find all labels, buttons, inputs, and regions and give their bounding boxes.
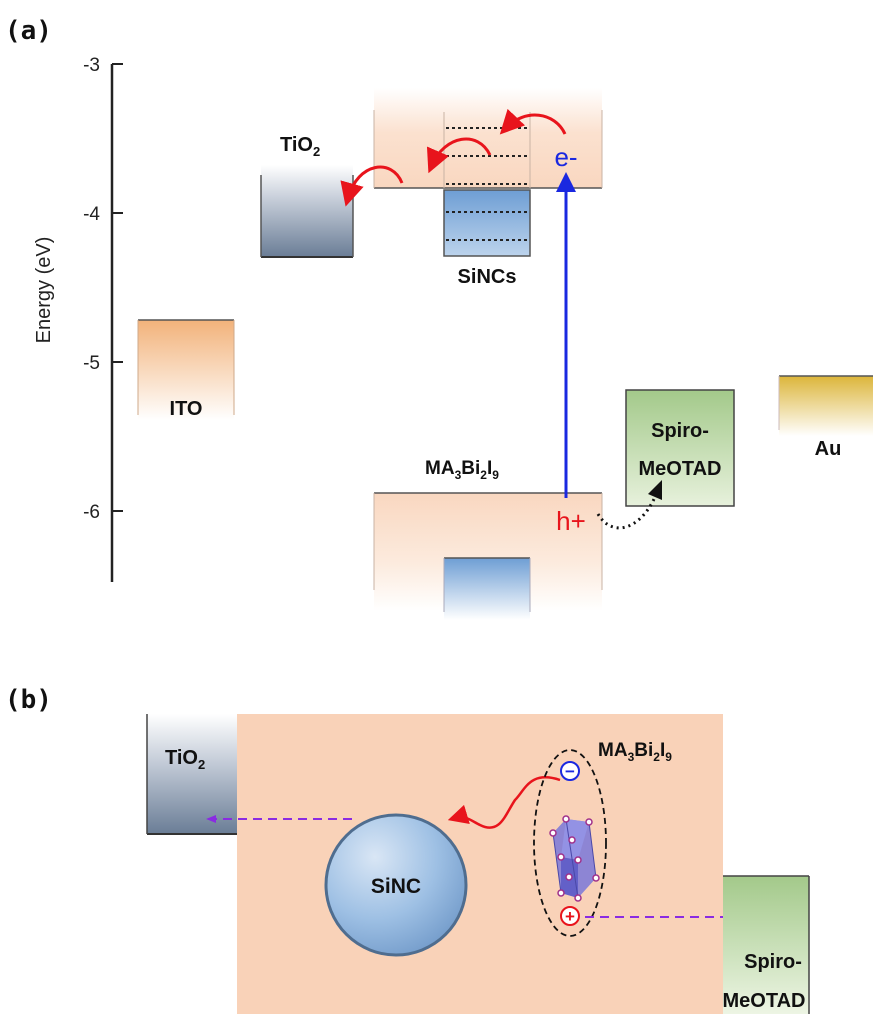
ma3bi2i9-label: MA3Bi2I9 (425, 458, 499, 482)
tio2-block: TiO2 (146, 714, 237, 835)
negative-charge-symbol: − (565, 762, 575, 781)
hole-transfer-arrow (596, 496, 657, 530)
exciton-boundary (533, 749, 607, 937)
sincs-levels: SiNCs (443, 112, 531, 288)
sinc-sphere (324, 813, 468, 957)
ma3bi2i9-cb-bar (374, 88, 602, 188)
y-axis-tick-label: -4 (83, 204, 100, 225)
electron-to-tio2-arrow (340, 165, 404, 207)
exciton: − + (533, 749, 607, 937)
tio2-bar (261, 165, 353, 257)
tio2-label: TiO2 (280, 134, 320, 159)
excitation-arrow-head (556, 172, 576, 192)
ma3bi2i9-valence-band: MA3Bi2I9 (373, 458, 603, 620)
sinc-particle: SiNC (324, 813, 468, 957)
perovskite-crystal-icon (549, 815, 600, 902)
y-axis-ticks: -3 -4 -5 -6 (83, 55, 123, 523)
matrix-label: MA3Bi2I9 (598, 740, 672, 764)
hole-transfer-arrow-head (648, 480, 662, 500)
sinc-label: SiNC (371, 875, 421, 898)
spiro-block: Spiro- MeOTAD (723, 875, 810, 1014)
sincs-lower-bar (444, 558, 530, 620)
ma3bi2i9-conduction-band (373, 88, 603, 189)
ma3bi2i9-matrix (237, 714, 723, 1014)
transfer-arrows: e- h+ (340, 108, 662, 536)
positive-charge-symbol: + (565, 907, 575, 926)
ito-level: ITO (137, 319, 235, 420)
tio2-block-label: TiO2 (165, 747, 205, 772)
spiro-block-label-line2: MeOTAD (723, 990, 806, 1012)
electron-injection-arrow (447, 776, 561, 829)
spiro-label-line1: Spiro- (651, 420, 709, 442)
electron-label: e- (554, 142, 577, 172)
tio2-block-bar (147, 714, 237, 834)
y-axis-label: Energy (eV) (33, 237, 55, 344)
sincs-label: SiNCs (458, 266, 517, 288)
electron-hop-arrow (499, 108, 567, 135)
y-axis-tick-label: -5 (83, 353, 100, 374)
electron-charge-icon (560, 761, 580, 781)
hole-label: h+ (556, 506, 586, 536)
electron-hop-arrow (426, 137, 492, 174)
sincs-valence-bar (444, 190, 530, 256)
panel-a-label: (a) (5, 16, 52, 46)
spiro-block-bar (723, 876, 809, 1014)
y-axis-tick-label: -6 (83, 502, 100, 523)
au-level: Au (778, 375, 873, 460)
panel-b-label: (b) (5, 685, 52, 715)
ito-label: ITO (170, 398, 203, 420)
au-label: Au (815, 438, 842, 460)
spiro-label-line2: MeOTAD (639, 458, 722, 480)
spiro-level: Spiro- MeOTAD (625, 389, 735, 507)
spiro-bar (626, 390, 734, 506)
energy-axis: -3 -4 -5 -6 Energy (eV) (33, 55, 123, 582)
tio2-level: TiO2 (260, 134, 354, 258)
spiro-block-label-line1: Spiro- (744, 951, 802, 973)
y-axis-tick-label: -3 (83, 55, 100, 76)
ito-bar (138, 320, 234, 420)
au-bar (779, 376, 873, 436)
hole-charge-icon (560, 906, 580, 926)
